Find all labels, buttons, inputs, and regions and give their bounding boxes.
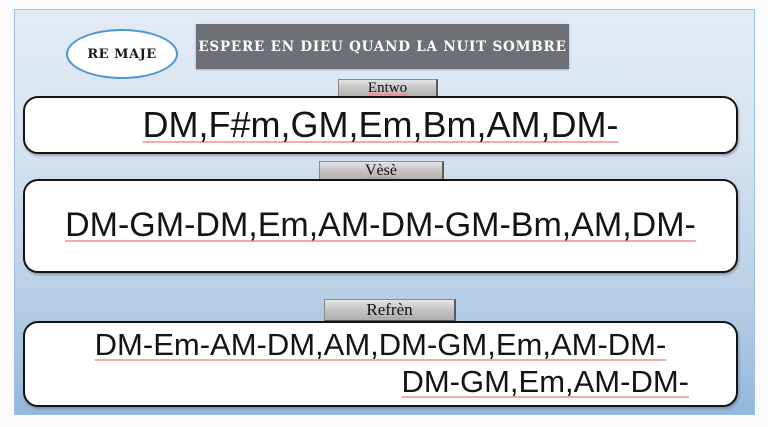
key-signature-oval[interactable]: RE MAJE xyxy=(66,29,178,79)
section-label-refren[interactable]: Refrèn xyxy=(324,299,456,322)
slide-background: RE MAJE ESPERE EN DIEU QUAND LA NUIT SOM… xyxy=(14,9,755,415)
chord-box-refren[interactable]: DM-Em-AM-DM,AM,DM-GM,Em,AM-DM- DM-GM,Em,… xyxy=(23,321,738,407)
chord-line-continuation: DM-GM,Em,AM-DM- xyxy=(401,364,689,399)
section-label-refren-text: Refrèn xyxy=(366,300,413,319)
key-signature-label: RE MAJE xyxy=(87,46,157,62)
chord-box-entwo[interactable]: DM,F#m,GM,Em,Bm,AM,DM- xyxy=(23,96,738,154)
chord-box-vese[interactable]: DM-GM-DM,Em,AM-DM-GM-Bm,AM,DM- xyxy=(23,179,738,273)
chord-line: DM-Em-AM-DM,AM,DM-GM,Em,AM-DM- xyxy=(94,327,667,363)
chord-line: DM-GM-DM,Em,AM-DM-GM-Bm,AM,DM- xyxy=(65,206,696,245)
section-label-vese[interactable]: Vèsè xyxy=(319,161,444,182)
section-label-vese-text: Vèsè xyxy=(365,162,397,179)
chord-line: DM,F#m,GM,Em,Bm,AM,DM- xyxy=(142,104,619,146)
title-text: ESPERE EN DIEU QUAND LA NUIT SOMBRE xyxy=(198,38,567,55)
title-banner[interactable]: ESPERE EN DIEU QUAND LA NUIT SOMBRE xyxy=(196,24,569,69)
section-label-entwo-text: Entwo xyxy=(367,80,408,96)
